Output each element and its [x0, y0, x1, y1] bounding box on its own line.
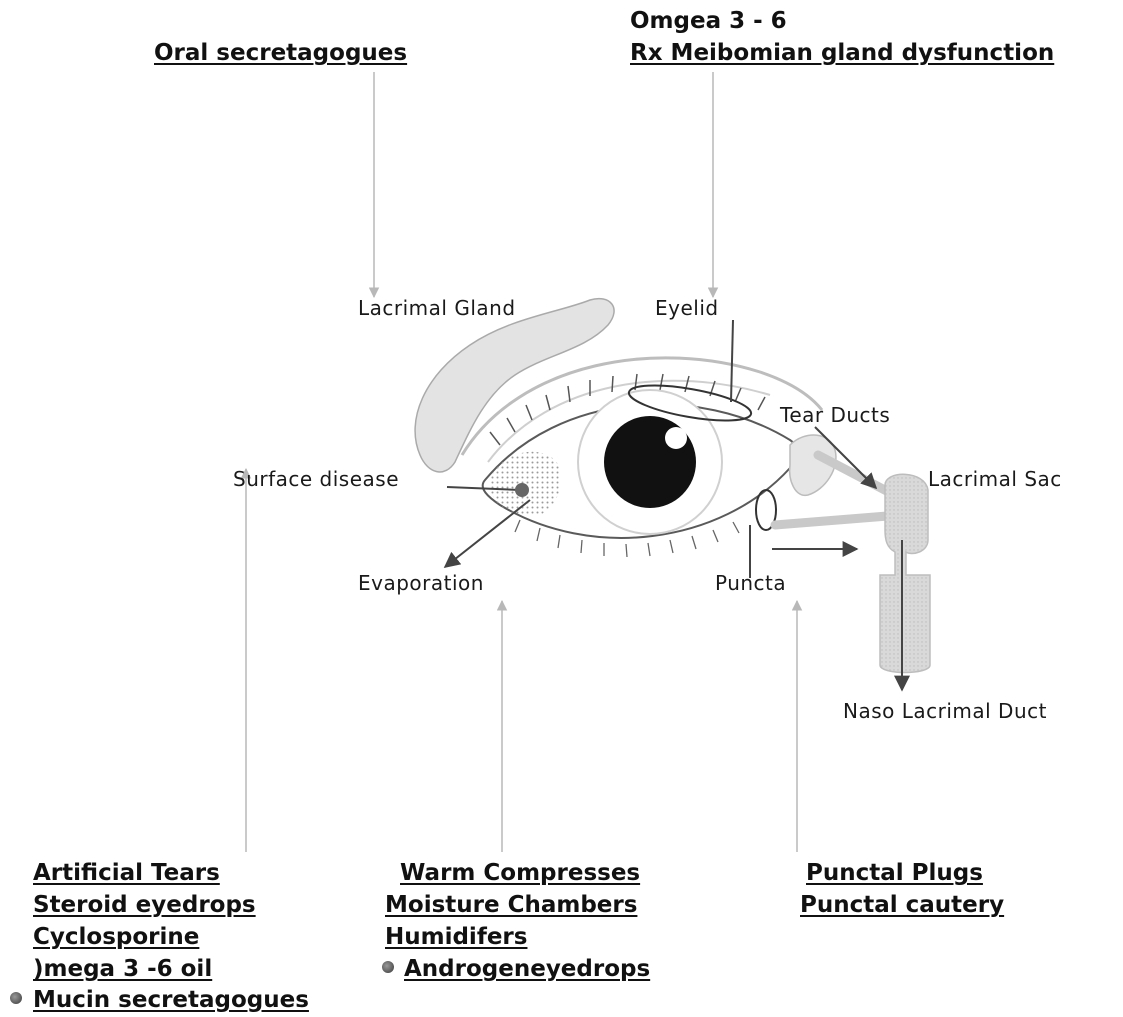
middle-treatment-4: Androgeneyedrops [404, 954, 650, 984]
evaporation-label: Evaporation [358, 571, 484, 595]
right-treatment-2: Punctal cautery [800, 890, 1004, 920]
omega-heading-line2: Rx Meibomian gland dysfunction [630, 38, 1054, 68]
left-treatment-4: )mega 3 -6 oil [33, 954, 212, 984]
left-treatment-3: Cyclosporine [33, 922, 199, 952]
right-treatment-1: Punctal Plugs [806, 858, 983, 888]
lacrimal-sac-label: Lacrimal Sac [928, 467, 1062, 491]
tear-ducts-label: Tear Ducts [780, 403, 890, 427]
left-treatment-1: Artificial Tears [33, 858, 220, 888]
pupil-highlight [665, 427, 687, 449]
oral-secretagogues-heading: Oral secretagogues [154, 38, 407, 68]
middle-bullet-icon [382, 961, 394, 973]
puncta-label: Puncta [715, 571, 786, 595]
middle-treatment-1: Warm Compresses [400, 858, 640, 888]
lacrimal-sac-shape [880, 474, 930, 672]
lacrimal-gland-label: Lacrimal Gland [358, 296, 516, 320]
left-bullet-icon [10, 992, 22, 1004]
middle-treatment-3: Humidifers [385, 922, 527, 952]
left-treatment-2: Steroid eyedrops [33, 890, 256, 920]
omega-heading-line1: Omgea 3 - 6 [630, 6, 787, 36]
middle-treatment-2: Moisture Chambers [385, 890, 637, 920]
surface-disease-dot [515, 483, 529, 497]
eyelid-label: Eyelid [655, 296, 719, 320]
surface-disease-label: Surface disease [233, 467, 399, 491]
left-treatment-5: Mucin secretagogues [33, 985, 309, 1015]
naso-lacrimal-duct-label: Naso Lacrimal Duct [843, 699, 1047, 723]
lower-canaliculus [775, 515, 900, 525]
